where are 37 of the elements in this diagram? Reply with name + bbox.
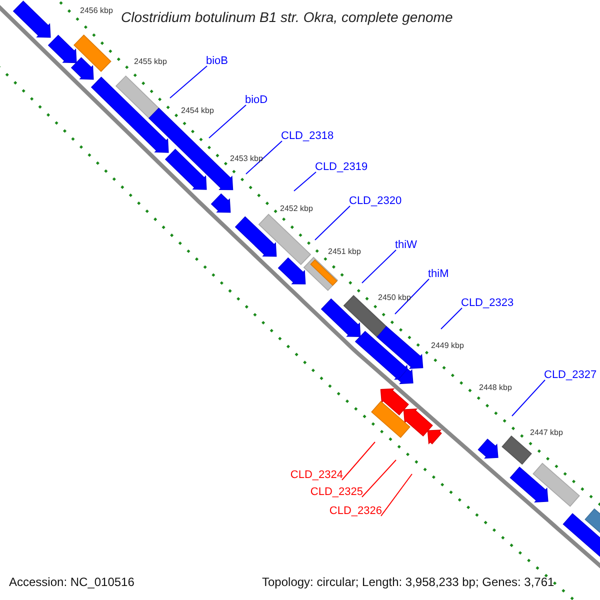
gene-label: CLD_2319 (315, 161, 368, 174)
scale-label: 2448 kbp (479, 383, 512, 392)
leader-line (170, 66, 208, 98)
gene-label: CLD_2326 (329, 505, 382, 518)
leader-line (294, 172, 316, 192)
leader-line (394, 278, 430, 314)
leader-line (440, 308, 462, 330)
leader-line (362, 460, 396, 498)
gene-label: thiM (428, 268, 449, 281)
gene-label: CLD_2320 (349, 195, 402, 208)
map-title: Clostridium botulinum B1 str. Okra, complete genome (121, 9, 453, 25)
gene-label: CLD_2324 (290, 469, 343, 482)
gene-label: CLD_2318 (281, 130, 334, 143)
scale-label: 2450 kbp (378, 293, 411, 302)
leader-line (314, 206, 350, 240)
gene-label: bioB (206, 55, 228, 68)
gene-label: thiW (395, 239, 417, 252)
footer-text: Topology: circular; Length: 3,958,233 bp; Genes: 3,761 (262, 575, 554, 589)
footer-text: Accession: NC_010516 (9, 575, 134, 589)
leader-line (512, 380, 546, 416)
scale-label: 2455 kbp (134, 57, 167, 66)
gene-label: CLD_2327 (544, 369, 597, 382)
leader-line (208, 104, 246, 138)
leader-line (380, 474, 412, 516)
leader-line (342, 442, 376, 480)
leader-line (362, 250, 396, 284)
scale-label: 2447 kbp (530, 428, 563, 437)
leader-line (246, 140, 282, 174)
scale-label: 2449 kbp (431, 341, 464, 350)
gene-label: CLD_2325 (310, 486, 363, 499)
scale-label: 2456 kbp (80, 6, 113, 15)
scale-label: 2451 kbp (328, 247, 361, 256)
gene-label: CLD_2323 (461, 297, 514, 310)
scale-label: 2452 kbp (280, 204, 313, 213)
scale-label: 2454 kbp (181, 106, 214, 115)
gene-label: bioD (245, 94, 268, 107)
scale-label: 2453 kbp (230, 154, 263, 163)
